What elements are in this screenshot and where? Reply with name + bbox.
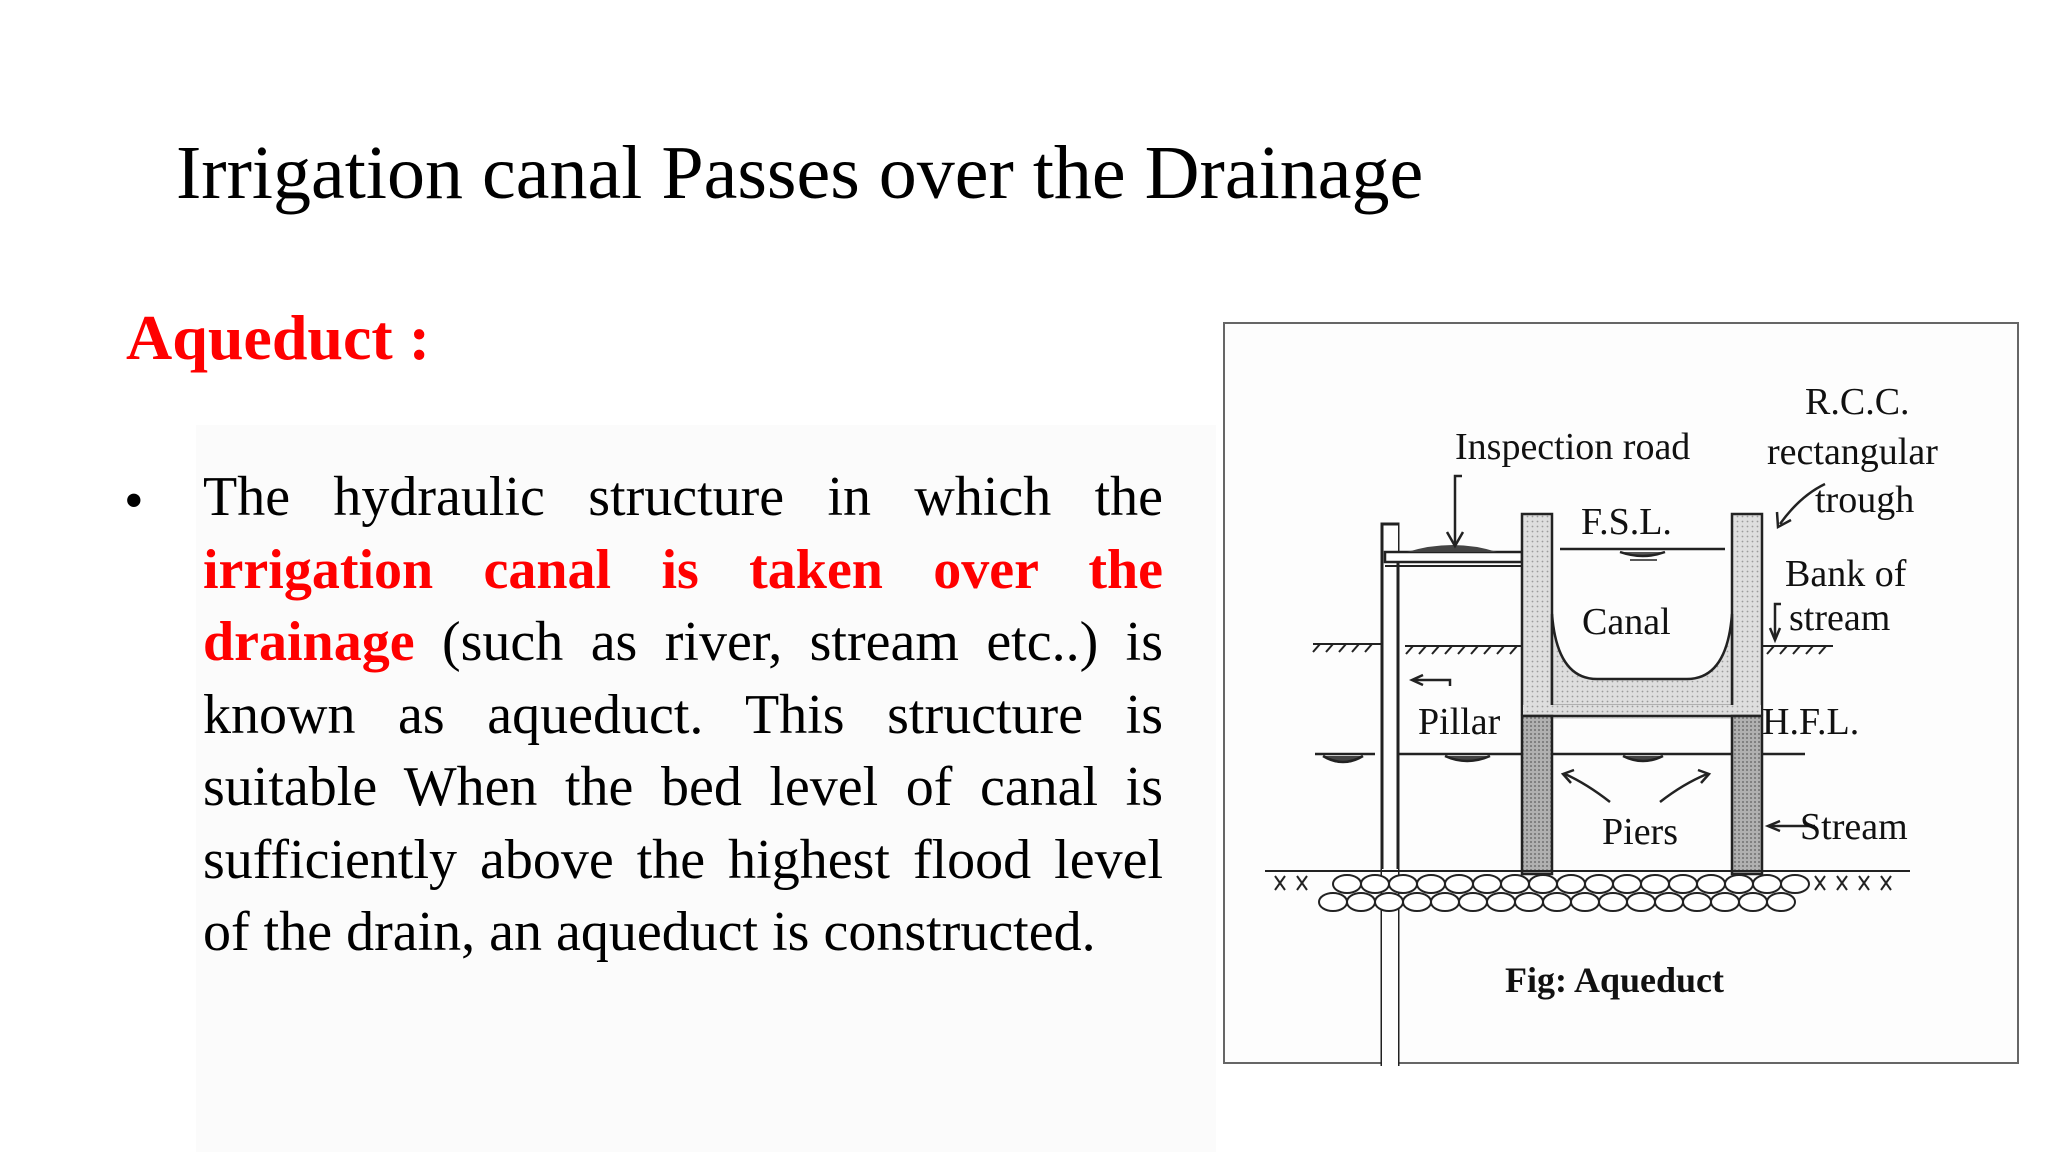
aqueduct-diagram: Inspection road R.C.C. rectangular troug… <box>1265 381 1938 1066</box>
label-stream: Stream <box>1800 806 1908 848</box>
stream-arrow-head <box>1764 819 1781 833</box>
label-hfl: H.F.L. <box>1762 701 1859 743</box>
inspection-road-arrow-head <box>1445 531 1465 549</box>
text-panel-background <box>196 425 1216 1152</box>
piers-arrow-right-head <box>1697 768 1712 784</box>
fsl-water-mark <box>1560 547 1725 561</box>
bullet-marker: • <box>124 470 144 532</box>
label-inspection-road: Inspection road <box>1455 426 1690 468</box>
stream-bed-crosses <box>1274 875 1892 891</box>
stream-bed <box>1265 870 1910 912</box>
label-rcc: R.C.C. <box>1805 381 1910 423</box>
definition-paragraph: The hydraulic structure in which the irr… <box>203 461 1163 969</box>
paragraph-part-1: The hydraulic structure in which the <box>203 466 1163 528</box>
ground-line-left <box>1312 643 1383 653</box>
piers-arrow-right <box>1659 772 1708 803</box>
inspection-road-arrow <box>1453 474 1462 544</box>
pillar-arrow-head <box>1408 673 1424 687</box>
bank-arrow <box>1773 602 1781 638</box>
aqueduct-figure: Inspection road R.C.C. rectangular troug… <box>1223 322 2019 1066</box>
bank-arrow-head <box>1768 627 1782 644</box>
section-heading: Aqueduct : <box>126 302 431 373</box>
figure-caption: Fig: Aqueduct <box>1505 960 1724 1000</box>
label-bank-stream: stream <box>1789 597 1890 639</box>
trough-arrow-head <box>1775 511 1792 530</box>
piers-arrow-left-head <box>1560 768 1575 784</box>
label-pillar: Pillar <box>1418 701 1501 743</box>
label-trough: trough <box>1815 479 1914 521</box>
ground-line-right <box>1753 645 1833 655</box>
hfl-line <box>1315 752 1805 764</box>
label-rectangular: rectangular <box>1767 431 1938 473</box>
slide-title: Irrigation canal Passes over the Drainag… <box>176 131 1424 215</box>
label-piers: Piers <box>1602 811 1678 853</box>
pillar-arrow <box>1413 678 1452 686</box>
label-bank-of: Bank of <box>1785 553 1907 595</box>
pier-right <box>1730 714 1764 876</box>
ground-line-middle <box>1405 645 1525 655</box>
paragraph-highlight: irrigation canal is taken over the drain… <box>203 538 1163 674</box>
rcc-trough <box>1520 512 1764 719</box>
label-canal: Canal <box>1582 601 1671 643</box>
label-fsl: F.S.L. <box>1581 501 1672 543</box>
inspection-road-deck <box>1383 545 1524 567</box>
piers-arrow-left <box>1564 772 1611 803</box>
pier-left <box>1520 714 1554 876</box>
trough-arrow <box>1778 482 1826 525</box>
paragraph-part-2: (such as river, stream etc..) is known a… <box>203 611 1163 963</box>
